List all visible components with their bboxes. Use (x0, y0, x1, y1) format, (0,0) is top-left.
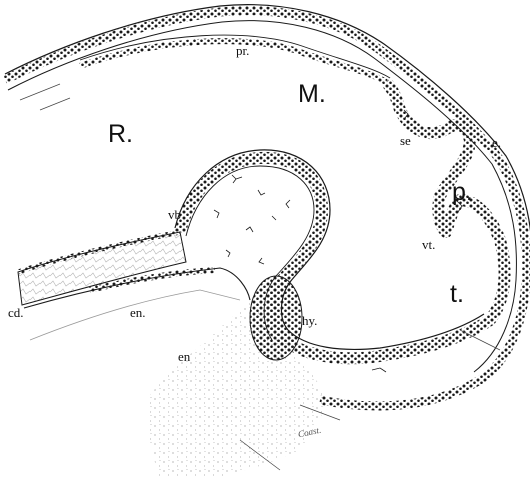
label-en2: en (178, 350, 190, 363)
label-t: t. (450, 282, 464, 307)
label-e: e. (492, 136, 501, 149)
label-vb: vb (168, 208, 181, 221)
label-hy: hy. (302, 314, 317, 327)
label-se: se (400, 134, 411, 147)
label-M: M. (298, 82, 326, 107)
label-cd: cd. (8, 306, 24, 319)
label-en1: en. (130, 306, 146, 319)
label-R: R. (108, 122, 133, 147)
label-vt: vt. (422, 238, 435, 251)
label-p: p. (452, 180, 473, 205)
label-pr: pr. (236, 44, 249, 57)
hypophysis (250, 276, 302, 360)
notochord (18, 232, 186, 305)
